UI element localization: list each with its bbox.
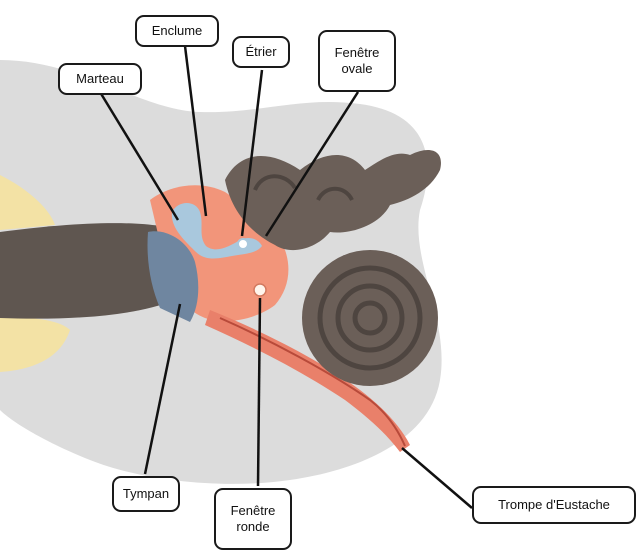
cochlea bbox=[302, 250, 438, 386]
label-enclume: Enclume bbox=[135, 15, 219, 47]
trompe-line bbox=[402, 448, 472, 508]
label-etrier: Étrier bbox=[232, 36, 290, 68]
label-trompe: Trompe d'Eustache bbox=[472, 486, 636, 524]
label-fenetre-ronde: Fenêtre ronde bbox=[214, 488, 292, 550]
label-fenetre-ovale: Fenêtre ovale bbox=[318, 30, 396, 92]
round-window bbox=[254, 284, 266, 296]
label-tympan: Tympan bbox=[112, 476, 180, 512]
label-marteau: Marteau bbox=[58, 63, 142, 95]
